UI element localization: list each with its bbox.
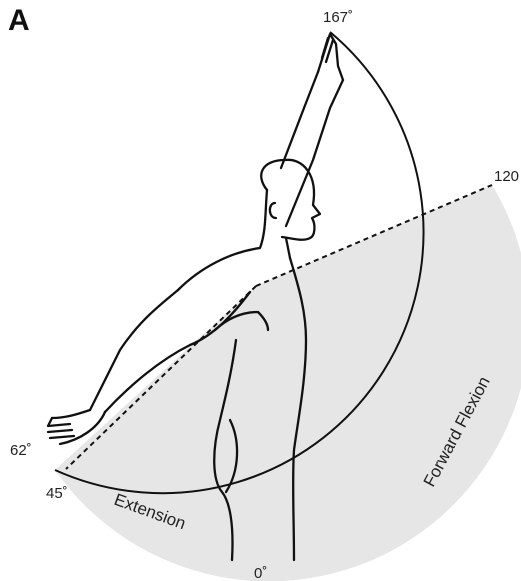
head-outline <box>261 160 320 240</box>
angle-label-167: 167˚ <box>323 9 353 26</box>
angle-label-45: 45˚ <box>46 485 68 502</box>
angle-label-0: 0˚ <box>254 565 267 581</box>
neck-back <box>178 190 267 290</box>
panel-letter: A <box>8 4 30 37</box>
raised-arm-front <box>281 72 318 168</box>
angle-label-62: 62˚ <box>10 442 32 459</box>
ear <box>270 203 276 218</box>
raised-arm-back <box>286 80 343 226</box>
raised-fingers <box>322 38 333 62</box>
neck-front <box>286 238 290 258</box>
angle-label-120: 120 <box>494 168 519 185</box>
